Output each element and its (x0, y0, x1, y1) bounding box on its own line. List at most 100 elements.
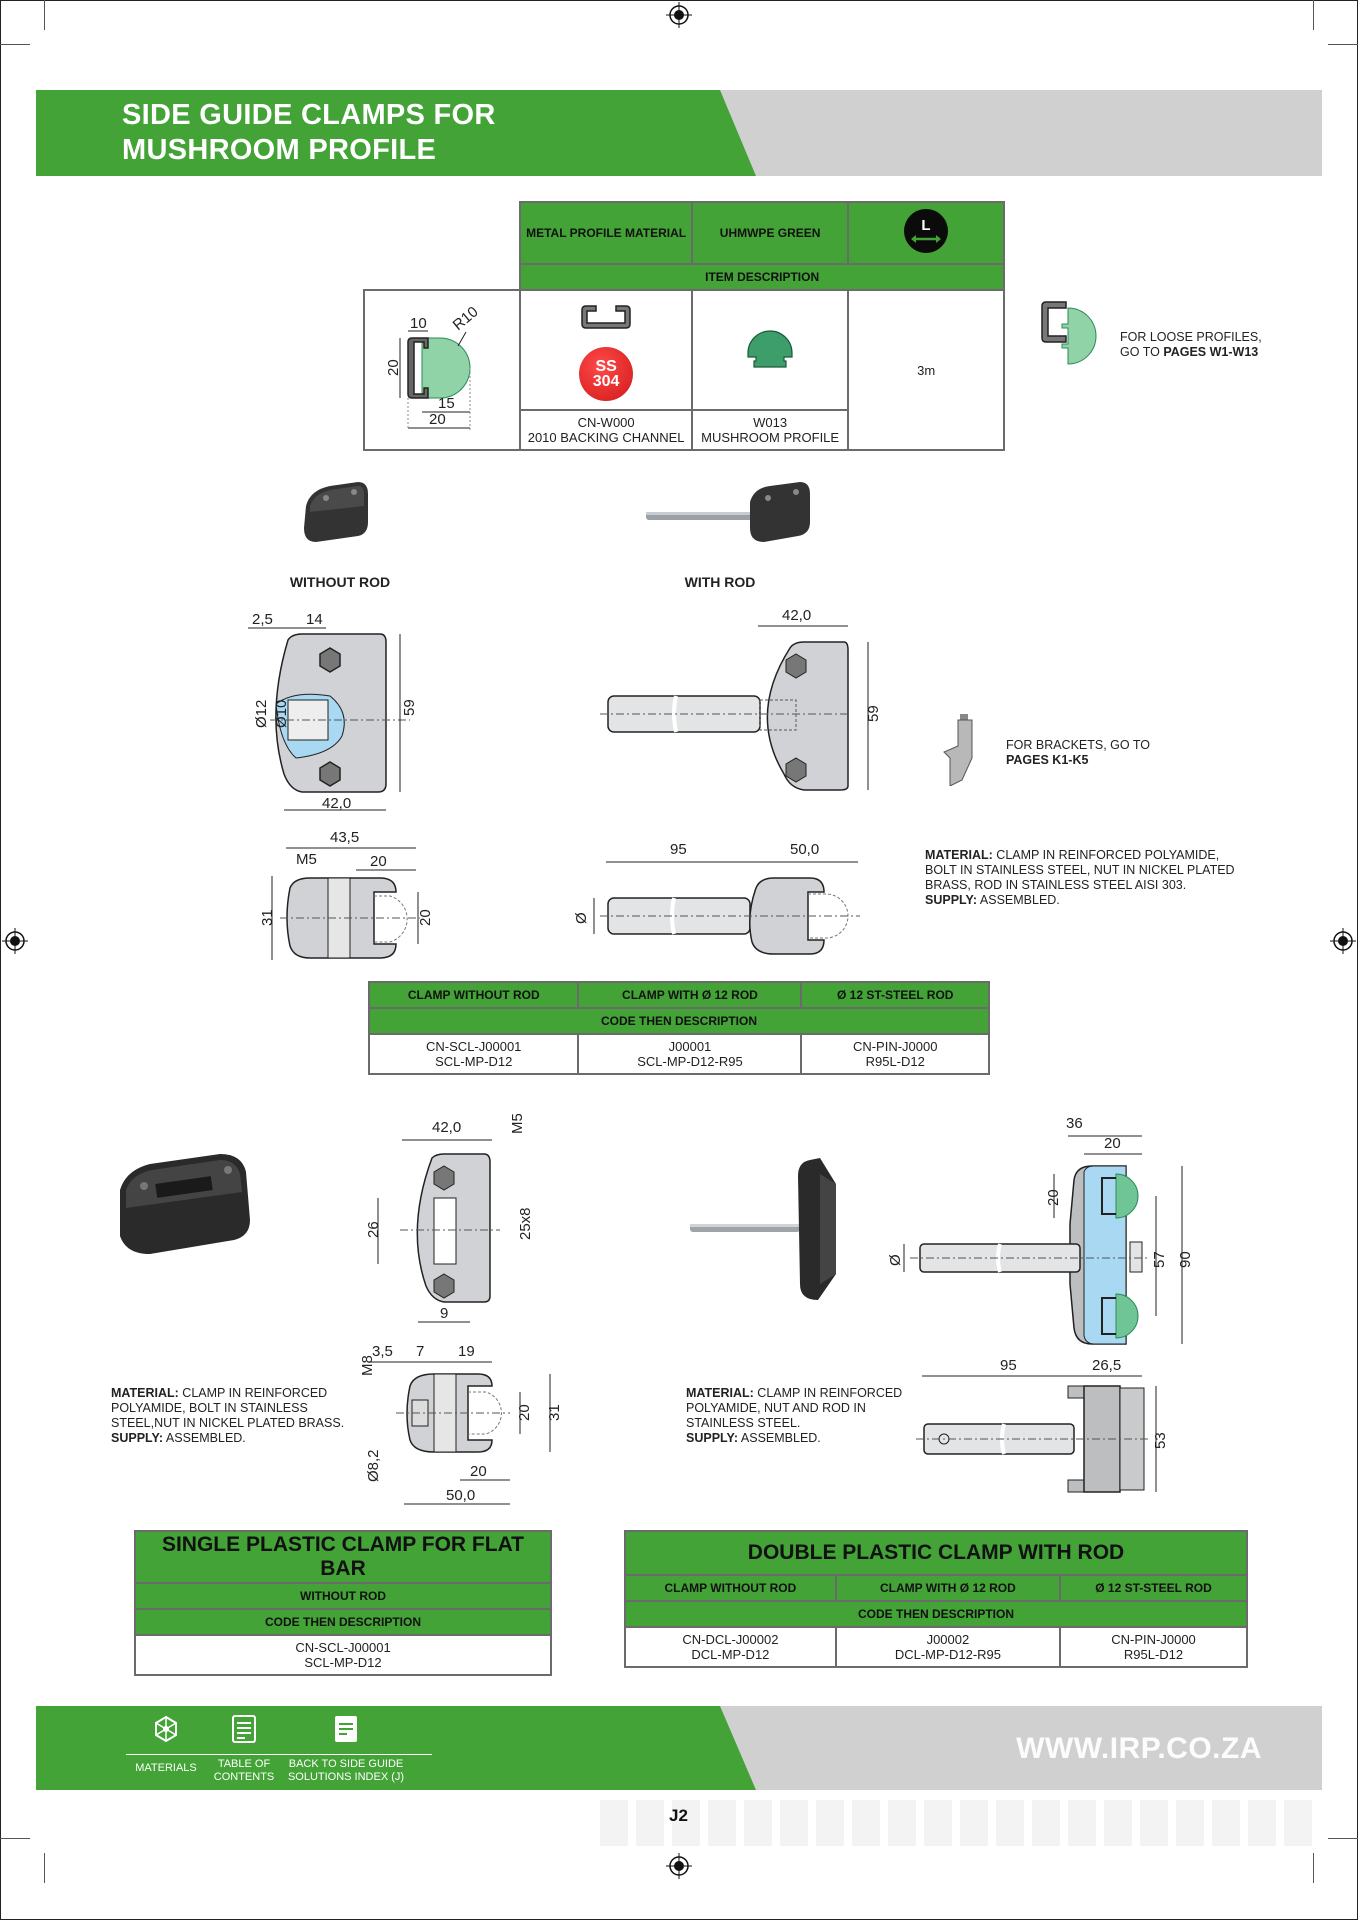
supply-label: SUPPLY: (925, 893, 978, 907)
footer-banner: MATERIALS TABLE OF CONTENTS (36, 1706, 1322, 1790)
flat-bar-clamp-photo (120, 1154, 250, 1254)
brackets-note[interactable]: FOR BRACKETS, GO TO PAGES K1-K5 (940, 710, 1200, 786)
loose-profiles-line-1: FOR LOOSE PROFILES, (1120, 330, 1262, 344)
registration-mark-icon (666, 2, 692, 28)
profile-drawing-cell: 10 20 R10 15 20 (362, 289, 522, 451)
dim-42: 42,0 (322, 795, 351, 812)
clamp-with-rod-photo (646, 482, 810, 542)
dim-7: 7 (416, 1343, 424, 1360)
double-clamp-front-drawing: 36 20 20 Ø 57 90 95 26,5 (887, 1115, 1194, 1377)
header-clamp-without-rod: CLAMP WITHOUT ROD (624, 1574, 837, 1602)
empty-corner (364, 202, 520, 290)
header-banner: SIDE GUIDE CLAMPS FOR MUSHROOM PROFILE (36, 90, 1322, 176)
metal-profile-image-cell: SS 304 (519, 289, 693, 411)
crop-mark (0, 1838, 30, 1839)
length-icon: L (904, 208, 949, 253)
footer-nav-table-of-contents[interactable]: TABLE OF CONTENTS (204, 1714, 284, 1784)
loose-profiles-prefix: GO TO (1120, 345, 1164, 359)
dim-59-rod: 59 (865, 705, 882, 722)
svg-text:L: L (922, 217, 931, 234)
header-clamp-with-rod: CLAMP WITH Ø 12 ROD (834, 1574, 1062, 1602)
crop-mark (1328, 1838, 1358, 1839)
material-note-double-clamp: MATERIAL: CLAMP IN REINFORCED POLYAMIDE,… (686, 1386, 926, 1446)
document-filled-icon (335, 1716, 357, 1742)
dim-height: 20 (385, 359, 402, 376)
document-icon (232, 1715, 256, 1743)
product-code: CN-SCL-J00001 (295, 1640, 391, 1655)
with-rod-label: WITH ROD (684, 574, 756, 590)
product-description: SCL-MP-D12 (435, 1054, 513, 1069)
dim-2-5: 2,5 (252, 611, 273, 628)
dim-31: 31 (259, 909, 276, 926)
item-code: CN-W000 (577, 415, 635, 430)
footer-nav-back-to-index[interactable]: BACK TO SIDE GUIDE SOLUTIONS INDEX (J) (276, 1714, 416, 1784)
item-code: W013 (753, 415, 788, 430)
dim-m5-flat: M5 (509, 1114, 526, 1134)
registration-mark-icon (666, 1853, 692, 1879)
header-clamp-with-rod: CLAMP WITH Ø 12 ROD (577, 981, 803, 1009)
dim-3-5: 3,5 (372, 1343, 393, 1360)
dim-50-flat: 50,0 (446, 1487, 475, 1504)
dim-31-flat: 31 (546, 1404, 563, 1421)
crop-mark (1313, 0, 1314, 30)
registration-mark-icon (2, 928, 28, 954)
dim-overall: 20 (429, 411, 446, 428)
material-text: CLAMP IN REINFORCED POLYAMIDE, BOLT IN S… (111, 1386, 345, 1430)
loose-profiles-pages-link[interactable]: PAGES W1-W13 (1163, 345, 1259, 359)
footer-nav-materials[interactable]: MATERIALS (126, 1714, 206, 1775)
dim-diameter-double: Ø (887, 1254, 904, 1266)
material-label: MATERIAL: (925, 848, 993, 862)
dim-d8-2: Ø8,2 (365, 1449, 382, 1482)
clamp-without-rod-photo (304, 482, 368, 542)
material-note-single-clamp: MATERIAL: CLAMP IN REINFORCED POLYAMIDE,… (925, 848, 1245, 908)
registration-mark-icon (1330, 928, 1356, 954)
footer-nav-label: MATERIALS (135, 1762, 197, 1774)
dim-radius: R10 (450, 303, 482, 334)
website-url-link[interactable]: WWW.IRP.CO.ZA (1016, 1732, 1262, 1765)
product-description: DCL-MP-D12-R95 (894, 1647, 1002, 1662)
dim-width-top: 10 (410, 315, 427, 332)
crop-mark (44, 1853, 45, 1883)
supply-text: ASSEMBLED. (738, 1431, 821, 1445)
flat-bar-clamp-front-drawing: 42,0 M5 26 25x8 9 (365, 1114, 534, 1323)
mushroom-profile-image-cell (690, 289, 850, 411)
materials-icon (155, 1715, 177, 1743)
brackets-pages-link[interactable]: PAGES K1-K5 (1006, 753, 1089, 767)
product-code: CN-DCL-J00002 (682, 1632, 779, 1647)
brackets-text: FOR BRACKETS, GO TO PAGES K1-K5 (1006, 738, 1150, 768)
dim-m5: M5 (296, 851, 317, 868)
product-description: SCL-MP-D12-R95 (637, 1054, 743, 1069)
dim-90: 90 (1177, 1251, 1194, 1268)
dim-26-5: 26,5 (1092, 1357, 1121, 1374)
dim-20-top: 20 (1104, 1135, 1121, 1152)
dim-43-5: 43,5 (330, 829, 359, 846)
supply-text: ASSEMBLED. (977, 893, 1060, 907)
material-note-flat-bar: MATERIAL: CLAMP IN REINFORCED POLYAMIDE,… (111, 1386, 351, 1446)
dim-59: 59 (401, 699, 418, 716)
length-value: 3m (847, 289, 1005, 451)
supply-label: SUPPLY: (686, 1431, 739, 1445)
loose-profiles-note[interactable]: FOR LOOSE PROFILES, GO TO PAGES W1-W13 (1040, 300, 1320, 370)
without-rod-label: WITHOUT ROD (289, 574, 391, 590)
double-clamp-table-title: DOUBLE PLASTIC CLAMP WITH ROD (624, 1530, 1248, 1576)
clamp-with-rod-side-drawing: 95 50,0 Ø (573, 841, 860, 955)
item-description: MUSHROOM PROFILE (701, 430, 840, 445)
dim-25x8: 25x8 (517, 1207, 534, 1240)
footer-nav-label: BACK TO SIDE GUIDE SOLUTIONS INDEX (J) (276, 1758, 416, 1784)
product-code: J00002 (926, 1632, 970, 1647)
supply-label: SUPPLY: (111, 1431, 164, 1445)
page-number: J2 (669, 1806, 688, 1825)
supply-text: ASSEMBLED. (163, 1431, 246, 1445)
dim-9: 9 (440, 1305, 448, 1322)
header-steel-rod: Ø 12 ST-STEEL ROD (1059, 1574, 1248, 1602)
double-clamp-table: DOUBLE PLASTIC CLAMP WITH ROD CLAMP WITH… (624, 1530, 1248, 1668)
page-title: SIDE GUIDE CLAMPS FOR MUSHROOM PROFILE (122, 98, 496, 168)
header-clamp-without-rod: CLAMP WITHOUT ROD (367, 981, 580, 1009)
subheader-code-description: CODE THEN DESCRIPTION (134, 1608, 552, 1636)
page-title-line-1: SIDE GUIDE CLAMPS FOR (122, 99, 496, 131)
material-text: CLAMP IN REINFORCED POLYAMIDE, NUT AND R… (686, 1386, 903, 1430)
